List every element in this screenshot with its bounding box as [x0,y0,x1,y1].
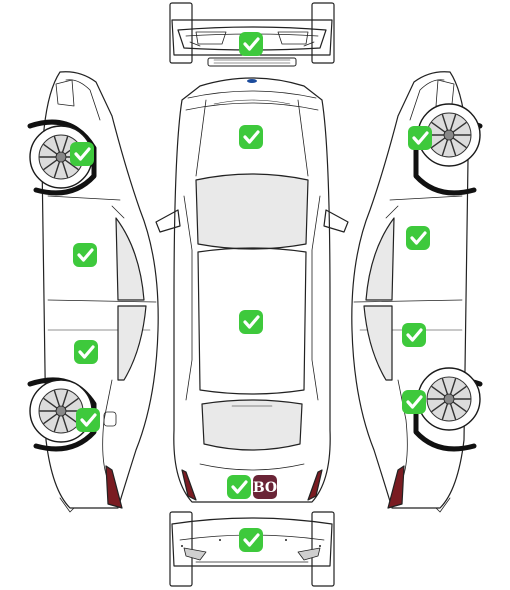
check-icon-hood[interactable] [239,125,263,149]
check-icon-right-front-wheel[interactable] [408,126,432,150]
check-marks [70,32,432,552]
check-icon-left-rear-door[interactable] [74,340,98,364]
check-icon-rear-bumper[interactable] [239,528,263,552]
rear-view [169,511,335,587]
check-icon-right-rear-wheel[interactable] [402,390,426,414]
check-icon-left-rear-wheel[interactable] [76,408,100,432]
wheel [29,125,93,189]
check-icon-right-front-door[interactable] [406,226,430,250]
top-view [155,77,349,503]
check-icon-front-bumper[interactable] [239,32,263,56]
check-icon-roof[interactable] [239,310,263,334]
inspector-badge: BO [253,475,277,499]
check-icon-right-rear-door[interactable] [402,323,426,347]
check-icon-rear-bumper-top[interactable] [227,475,251,499]
wheels [29,103,481,443]
wheel [417,367,481,431]
wheel [417,103,481,167]
badge-label: BO [253,480,277,496]
check-icon-left-front-door[interactable] [73,243,97,267]
check-icon-left-front-wheel[interactable] [70,142,94,166]
left-side-view [27,71,159,513]
badge-background [253,475,277,499]
